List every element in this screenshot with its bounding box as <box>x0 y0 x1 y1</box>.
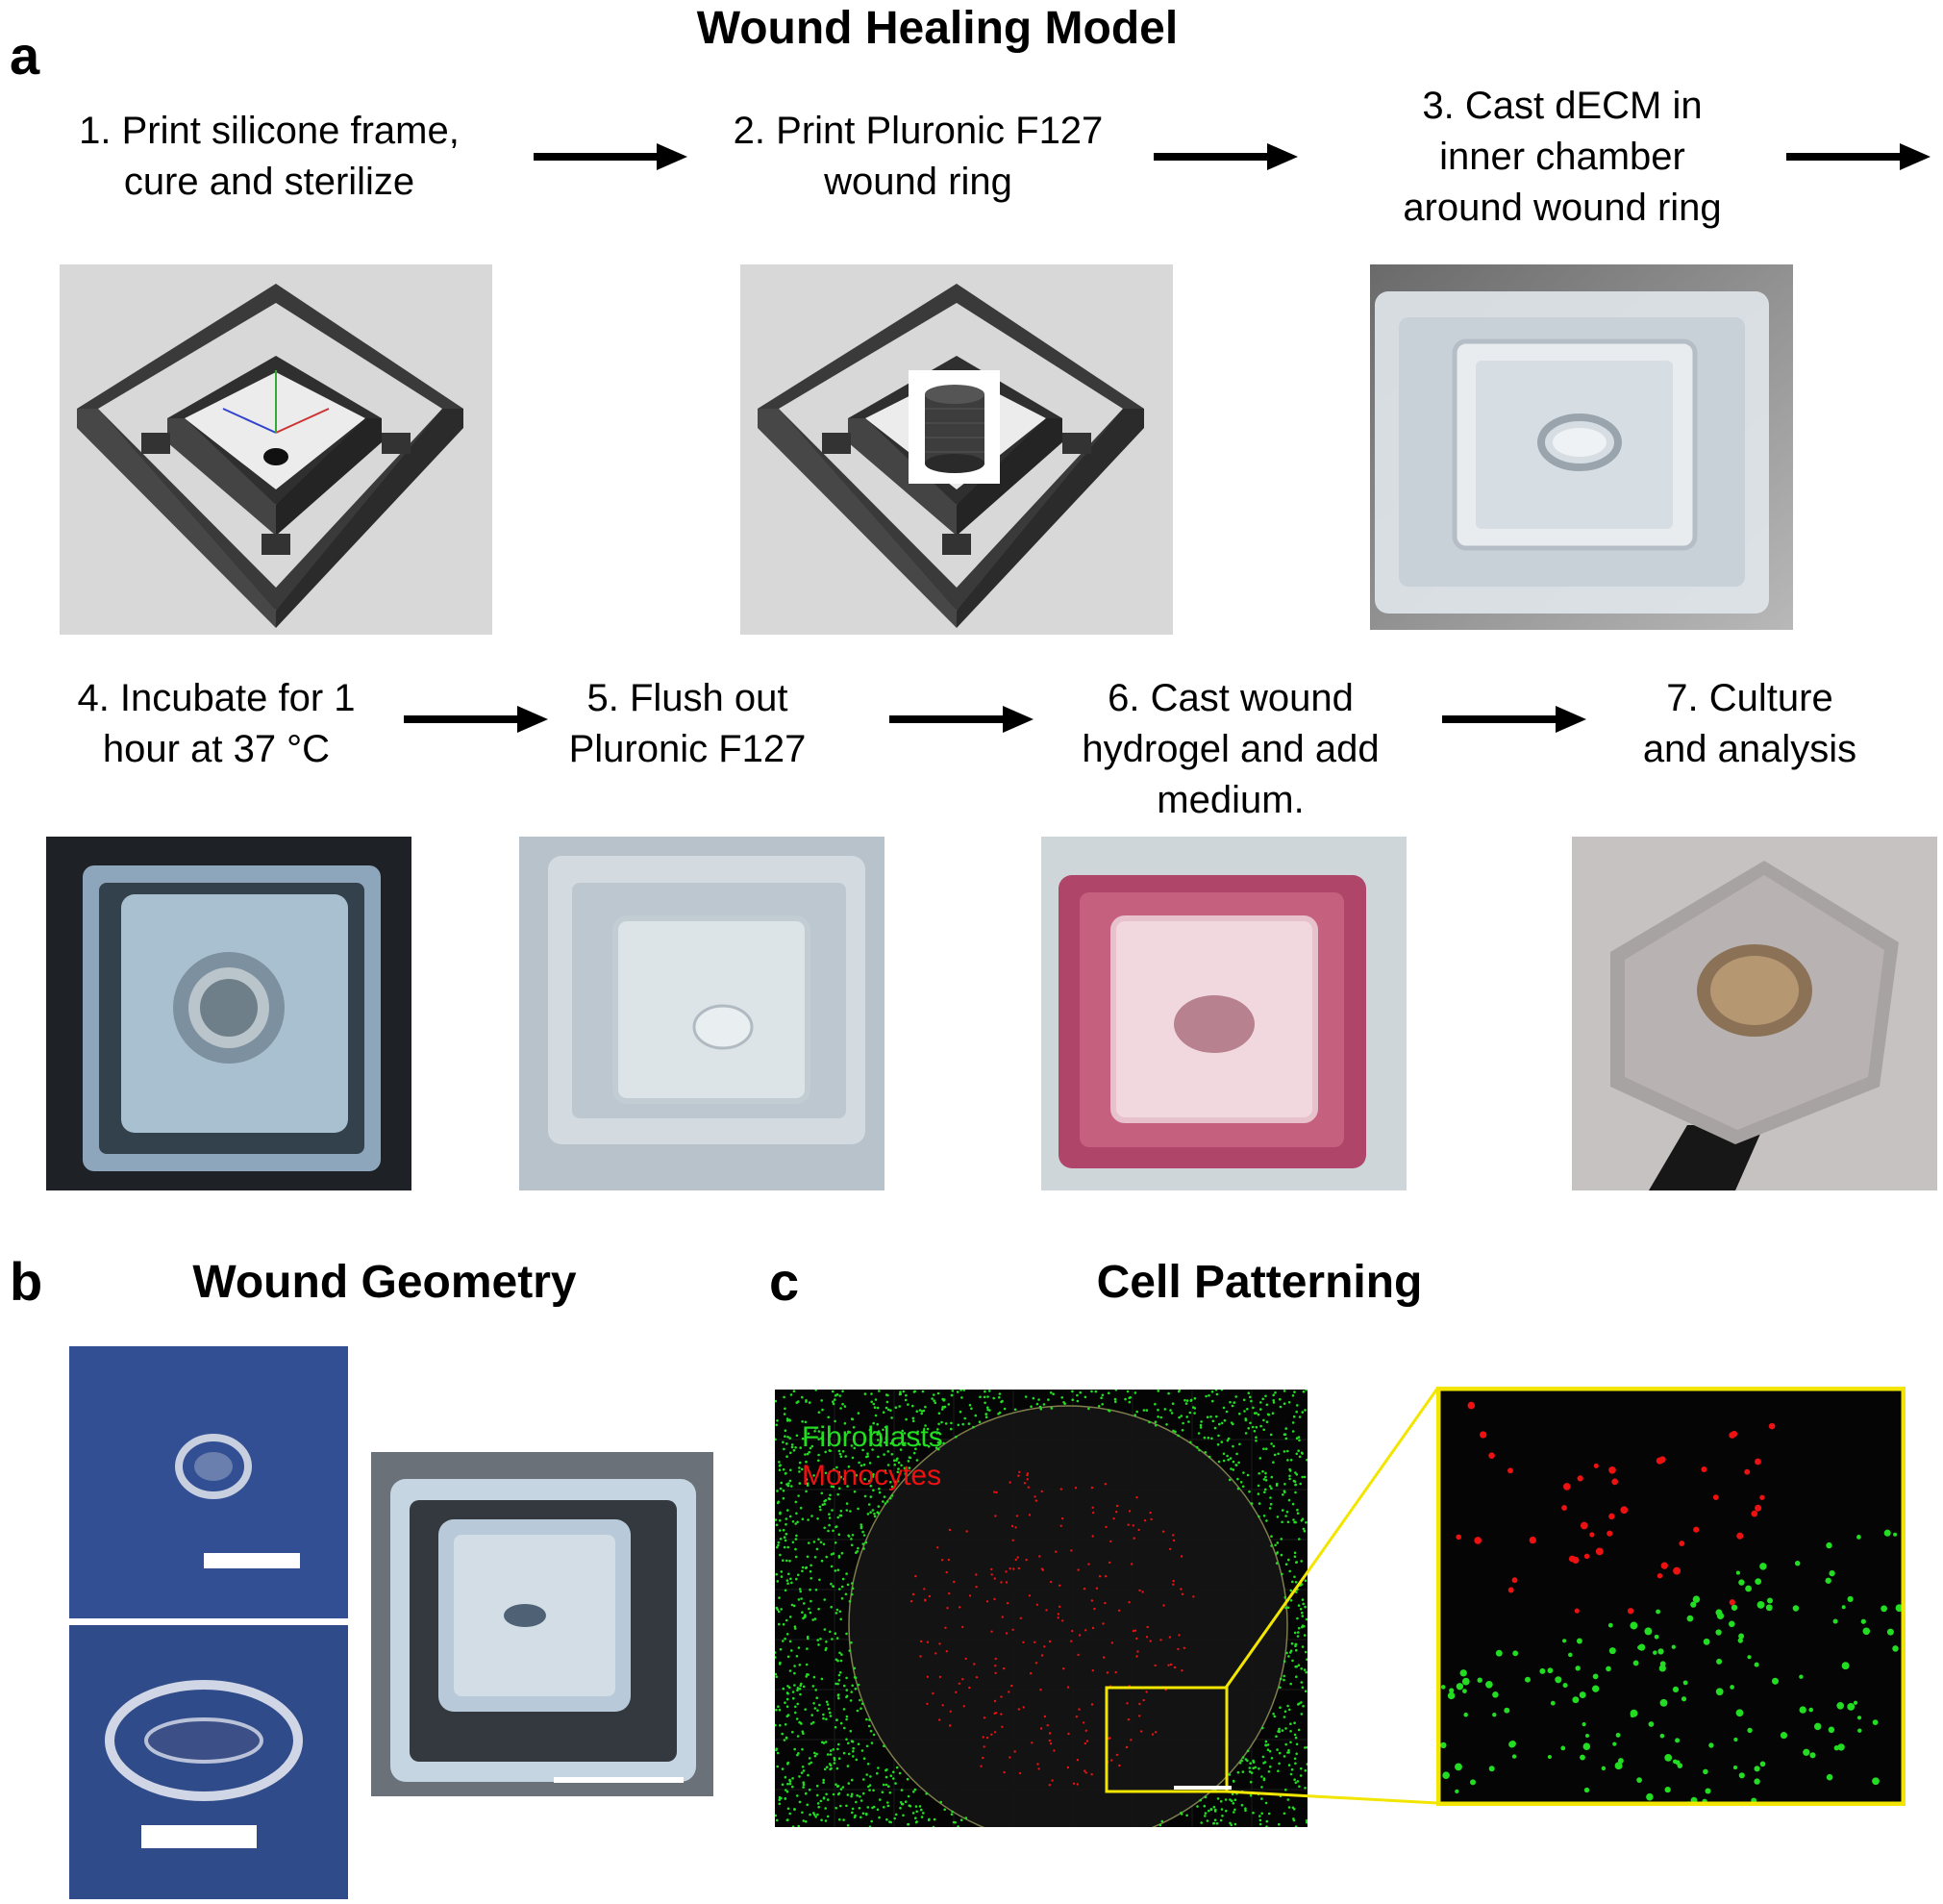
panel-a-title: Wound Healing Model <box>696 3 1179 54</box>
arrow-step-5-to-6 <box>889 702 1034 737</box>
photo-circular-wound <box>69 1346 348 1618</box>
photo-elliptical-wound <box>69 1625 348 1899</box>
arrow-step-2-to-3 <box>1154 139 1298 174</box>
panel-b-title: Wound Geometry <box>192 1257 577 1308</box>
cad-render-pluronic-ring <box>740 264 1173 635</box>
photo-culture-tissue <box>1572 837 1937 1190</box>
step-6-label: 6. Cast wound hydrogel and add medium. <box>1082 677 1380 822</box>
fluorescence-zoom-image <box>1436 1387 1906 1806</box>
photo-incubate <box>46 837 411 1190</box>
step-7-label: 7. Culture and analysis <box>1642 677 1857 771</box>
photo-medium-pink <box>1041 837 1407 1190</box>
step-4-label: 4. Incubate for 1 hour at 37 °C <box>77 677 356 771</box>
arrow-step-1-to-2 <box>534 139 687 174</box>
panel-c-letter: c <box>769 1251 800 1312</box>
legend-fibroblasts: Fibroblasts <box>802 1421 943 1453</box>
arrow-step-3-to-4 <box>1786 139 1931 174</box>
arrow-step-4-to-5 <box>404 702 548 737</box>
fluorescence-overview-image: Fibroblasts Monocytes <box>775 1390 1308 1827</box>
step-2-label: 2. Print Pluronic F127 wound ring <box>733 110 1104 204</box>
zoom-region-box <box>1105 1686 1229 1793</box>
photo-flush <box>519 837 884 1190</box>
arrow-step-6-to-7 <box>1442 702 1586 737</box>
photo-device-top-view <box>371 1452 713 1796</box>
panel-c-title: Cell Patterning <box>1096 1257 1423 1308</box>
zoom-connector-lines <box>1221 1385 1452 1813</box>
photo-cast-decm <box>1370 264 1793 630</box>
panel-a-letter: a <box>10 25 40 86</box>
panel-b-letter: b <box>10 1251 43 1312</box>
step-5-label: 5. Flush out Pluronic F127 <box>568 677 807 771</box>
legend-monocytes: Monocytes <box>802 1460 942 1491</box>
cad-render-silicone-frame <box>60 264 492 635</box>
step-1-label: 1. Print silicone frame, cure and steril… <box>79 110 460 204</box>
step-3-label: 3. Cast dECM in inner chamber around wou… <box>1403 85 1722 230</box>
